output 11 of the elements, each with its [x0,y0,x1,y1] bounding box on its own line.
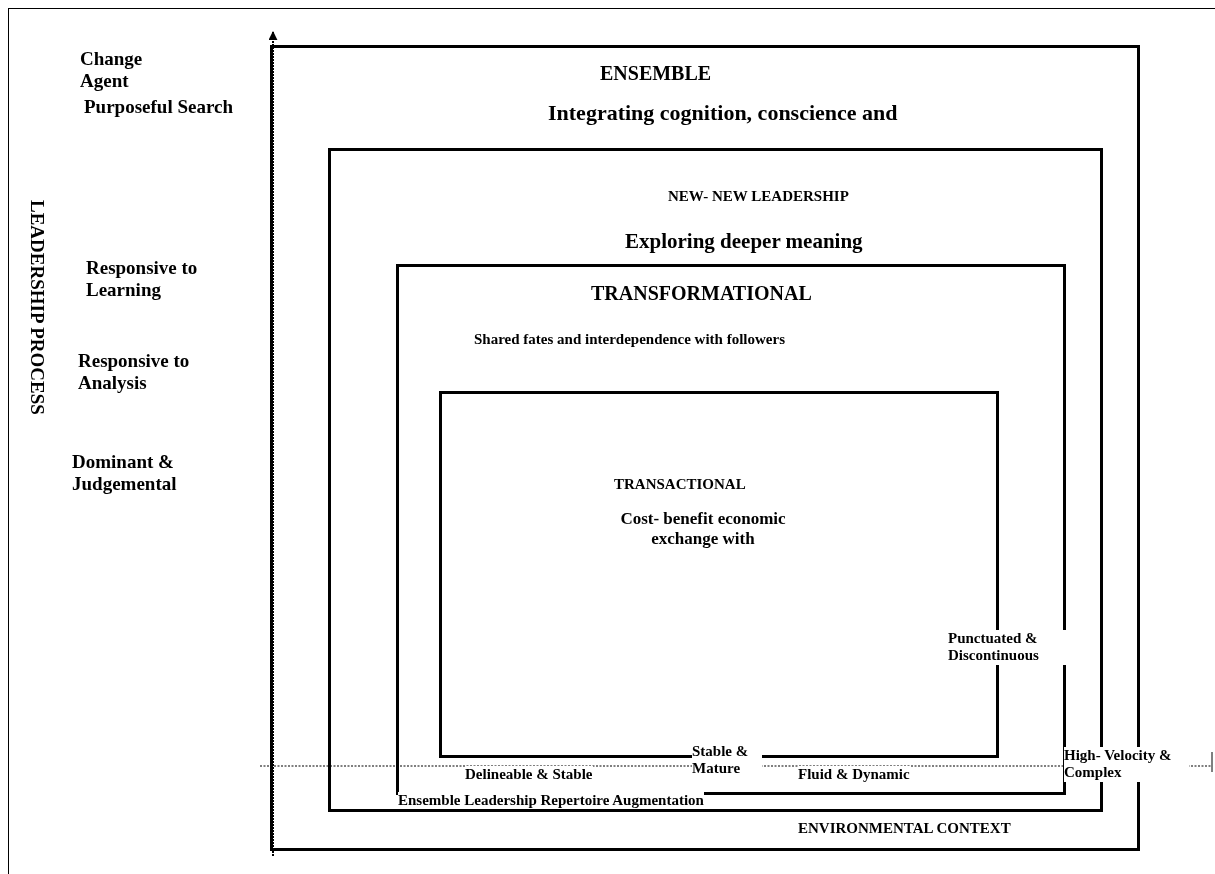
box-heading: TRANSFORMATIONAL [591,282,812,305]
repertoire-label: Ensemble Leadership Repertoire Augmentation [398,792,704,810]
box-heading: ENSEMBLE [600,62,712,85]
box-description: Cost- benefit economic exchange with [619,509,787,549]
box-description: Exploring deeper meaning [625,229,863,254]
context-label: Fluid & Dynamic [798,766,910,784]
box-heading: TRANSACTIONAL [614,476,746,494]
box-description: Integrating cognition, conscience and [548,100,898,126]
context-label: High- Velocity & Complex [1064,747,1189,782]
box-heading: NEW- NEW LEADERSHIP [668,188,849,206]
box-description: Shared fates and interdependence with followers [474,331,785,349]
